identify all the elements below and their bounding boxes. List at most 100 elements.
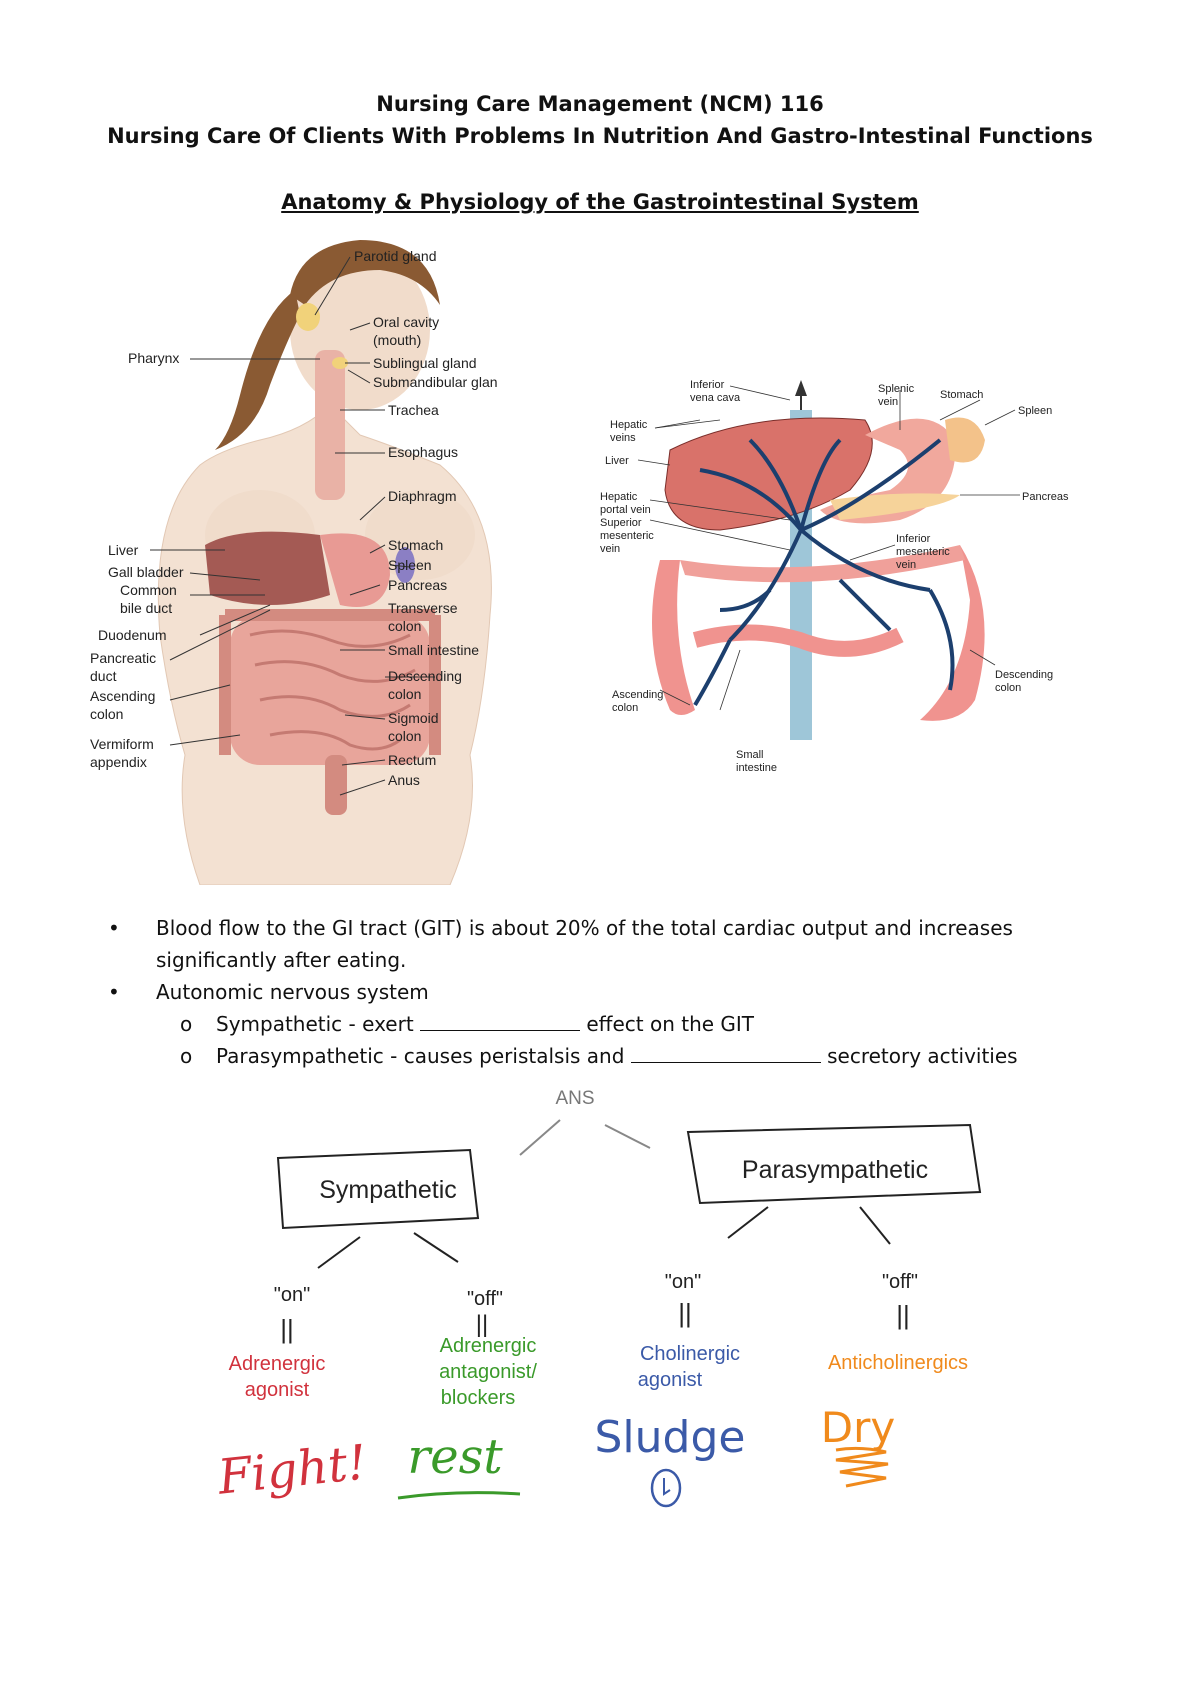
label-ascending-colon-2: colon (90, 706, 123, 722)
sym-off: "off" (467, 1288, 503, 1310)
course-title: Nursing Care Management (NCM) 116 (376, 92, 824, 116)
label-sup-mesenteric-2: mesenteric (600, 530, 654, 542)
tree-root-ans: ANS (555, 1088, 594, 1109)
parasympathetic-box (686, 1123, 982, 1205)
bullet-list: • Blood flow to the GI tract (GIT) is ab… (108, 912, 1108, 1072)
label-pancreas-right: Pancreas (1022, 491, 1069, 503)
label-esophagus: Esophagus (388, 444, 458, 460)
label-inf-mesenteric-1: Inferior (896, 533, 931, 545)
adrenergic-agonist-1: Adrenergic (229, 1353, 326, 1375)
bullet-dot: • (108, 916, 120, 940)
cholinergic-agonist-1: Cholinergic (640, 1343, 740, 1365)
sludge-drop-icon (650, 1468, 682, 1508)
label-common-bile-duct-1: Common (120, 582, 177, 598)
label-diaphragm: Diaphragm (388, 488, 456, 504)
para-off: "off" (882, 1271, 918, 1293)
sym-on: "on" (274, 1284, 310, 1306)
sympathetic-box (276, 1148, 480, 1230)
label-pancreatic-duct-1: Pancreatic (90, 650, 156, 666)
label-sup-mesenteric-1: Superior (600, 517, 642, 529)
label-inf-mesenteric-3: vein (896, 559, 916, 571)
label-ascending-colon-right-2: colon (612, 702, 638, 714)
label-portal-vein-1: Hepatic (600, 491, 638, 503)
adrenergic-antagonist-3: blockers (441, 1387, 515, 1409)
label-descending-colon-2: colon (388, 686, 421, 702)
label-small-intestine: Small intestine (388, 642, 479, 658)
handwritten-fight: Fight! (214, 1434, 369, 1505)
section-title: Anatomy & Physiology of the Gastrointest… (281, 190, 919, 214)
label-liver: Liver (108, 542, 139, 558)
cholinergic-agonist-2: agonist (638, 1369, 703, 1391)
label-small-intestine-right-1: Small (736, 749, 764, 761)
label-inf-mesenteric-2: mesenteric (896, 546, 950, 558)
label-stomach-right: Stomach (940, 389, 983, 401)
label-ivc-1: Inferior (690, 380, 725, 391)
handwritten-rest: rest (407, 1429, 503, 1485)
bullet-continuation: significantly after eating. (156, 948, 407, 972)
label-vermiform-appendix-1: Vermiform (90, 736, 154, 752)
label-liver-right: Liver (605, 455, 629, 467)
label-descending-colon-right-1: Descending (995, 669, 1053, 681)
label-splenic-vein-1: Splenic (878, 383, 915, 395)
handwritten-sludge: Sludge (595, 1412, 746, 1463)
label-rectum: Rectum (388, 752, 436, 768)
label-vermiform-appendix-2: appendix (90, 754, 147, 770)
label-parotid-gland: Parotid gland (354, 248, 437, 264)
sub-bullet-circle: o (180, 1044, 193, 1068)
equals-mark: || (678, 1298, 692, 1328)
fill-in-blank (630, 1042, 821, 1063)
label-duodenum: Duodenum (98, 627, 167, 643)
sympathetic-label: Sympathetic (319, 1176, 457, 1204)
label-splenic-vein-2: vein (878, 396, 898, 408)
ans-tree-diagram: ANS Sympathetic Parasympathetic "on" "of… (214, 1088, 982, 1508)
label-ascending-colon-right-1: Ascending (612, 689, 663, 701)
label-pancreas: Pancreas (388, 577, 447, 593)
label-sup-mesenteric-3: vein (600, 543, 620, 555)
label-small-intestine-right-2: intestine (736, 762, 777, 774)
bullet-item: • Blood flow to the GI tract (GIT) is ab… (108, 912, 1108, 944)
label-portal-vein-2: portal vein (600, 504, 651, 516)
label-oral-cavity: Oral cavity (373, 314, 439, 330)
label-ivc-2: vena cava (690, 392, 741, 404)
fill-in-blank (420, 1010, 581, 1031)
sub-bullet-item: o Parasympathetic - causes peristalsis a… (108, 1040, 1108, 1072)
adrenergic-antagonist-1: Adrenergic (440, 1335, 537, 1357)
label-trachea: Trachea (388, 402, 439, 418)
adrenergic-antagonist-2: antagonist/ (439, 1361, 537, 1383)
label-sigmoid-colon-2: colon (388, 728, 421, 744)
digestive-system-figure: Parotid gland Oral cavity (mouth) Pharyn… (90, 240, 498, 885)
label-common-bile-duct-2: bile duct (120, 600, 172, 616)
sub-bullet-item: o Sympathetic - exert effect on the GIT (108, 1008, 1108, 1040)
label-spleen-right: Spleen (1018, 405, 1052, 417)
sub-bullet-circle: o (180, 1012, 193, 1036)
course-subtitle: Nursing Care Of Clients With Problems In… (107, 124, 1093, 148)
label-descending-colon-right-2: colon (995, 682, 1021, 694)
label-submandibular-gland: Submandibular glan (373, 374, 498, 390)
bullet-dot: • (108, 980, 120, 1004)
para-on: "on" (665, 1271, 701, 1293)
bullet-item: • Autonomic nervous system (108, 976, 1108, 1008)
equals-mark: || (476, 1311, 488, 1338)
adrenergic-agonist-2: agonist (245, 1379, 310, 1401)
label-transverse-colon-1: Transverse (388, 600, 458, 616)
parasympathetic-label: Parasympathetic (742, 1156, 928, 1184)
portal-circulation-figure: Inferior vena cava Splenic vein Stomach … (600, 380, 1069, 774)
handwritten-dry: Dry (821, 1403, 895, 1452)
label-hepatic-veins-2: veins (610, 432, 636, 444)
anticholinergics: Anticholinergics (828, 1352, 968, 1374)
label-gall-bladder: Gall bladder (108, 564, 184, 580)
label-stomach: Stomach (388, 537, 443, 553)
label-anus: Anus (388, 772, 420, 788)
equals-mark: || (896, 1300, 910, 1330)
label-pancreatic-duct-2: duct (90, 668, 117, 684)
label-hepatic-veins-1: Hepatic (610, 419, 648, 431)
label-oral-cavity-mouth: (mouth) (373, 332, 421, 348)
label-transverse-colon-2: colon (388, 618, 421, 634)
label-descending-colon-1: Descending (388, 668, 462, 684)
equals-mark: || (280, 1314, 294, 1344)
label-ascending-colon-1: Ascending (90, 688, 155, 704)
label-spleen: Spleen (388, 557, 432, 573)
label-pharynx: Pharynx (128, 350, 179, 366)
label-sublingual-gland: Sublingual gland (373, 355, 477, 371)
